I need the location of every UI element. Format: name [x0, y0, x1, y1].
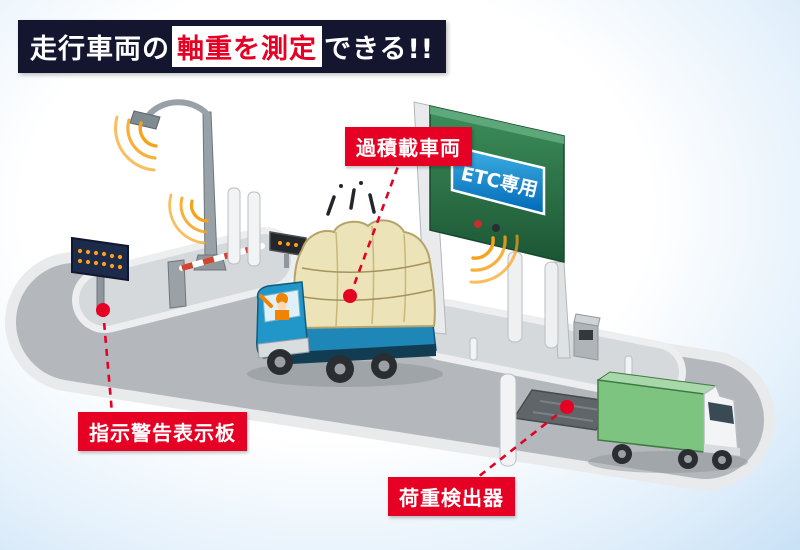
wobble-mark	[326, 195, 336, 216]
wheel-hub	[378, 360, 390, 372]
gate-housing	[167, 259, 187, 309]
street-lamp	[129, 99, 227, 271]
cargo-seam	[335, 231, 339, 327]
wave-arc	[126, 118, 157, 160]
wave-arc	[179, 196, 208, 234]
etc-lane-sign	[450, 144, 546, 216]
radio-waves-gantry-icon	[469, 234, 519, 284]
warning-display-board	[71, 236, 129, 315]
toll-kiosk-screen	[579, 330, 593, 340]
radio-waves-lamp-icon	[114, 115, 209, 245]
gantry-light-dark	[492, 224, 500, 232]
wave-arc	[471, 236, 495, 260]
connector-warning-board	[101, 309, 114, 414]
wheel-hub	[684, 455, 692, 463]
title-highlight: 軸重を測定	[172, 26, 322, 67]
cargo-seam	[403, 233, 407, 323]
wave-arc	[469, 234, 519, 284]
wave-arc	[168, 193, 207, 245]
truck-chassis	[292, 344, 436, 364]
board-dots	[77, 248, 123, 270]
pillar	[544, 261, 559, 349]
wheel-hub	[718, 456, 726, 464]
cargo-seam	[371, 225, 375, 325]
overload-cargo	[293, 219, 436, 330]
driver-face	[277, 301, 287, 311]
gantry-light-red	[474, 220, 482, 228]
gantry-panel-top-band	[430, 106, 564, 144]
load-detector-groove-2	[532, 411, 594, 422]
pillar	[247, 191, 261, 267]
right-island	[421, 306, 679, 396]
marker-dot-warning-board	[96, 303, 110, 317]
connector-overloaded	[348, 160, 402, 297]
toll-kiosk-body	[573, 321, 599, 361]
overloaded-truck	[247, 181, 443, 387]
front-pillar	[499, 373, 517, 467]
display-pole	[284, 254, 289, 268]
left-island-pillars	[227, 187, 261, 267]
driver-helmet	[276, 293, 288, 305]
label-warning-display-board: 指示警告表示板	[78, 412, 247, 451]
wobble-mark	[368, 193, 376, 214]
wheel-hub	[334, 363, 346, 375]
title-suffix: できる!!	[324, 34, 435, 65]
wave-arc	[138, 121, 158, 148]
cargo-rope	[297, 289, 433, 301]
truck-windshield	[708, 402, 734, 424]
page-title: 走行車両の 軸重を測定 できる!!	[18, 20, 447, 73]
wheel-hub	[274, 356, 286, 368]
wave-arc	[470, 235, 507, 272]
driver-arm	[259, 294, 273, 308]
wave-arc	[114, 115, 156, 172]
driver	[259, 293, 289, 320]
lamp-head	[129, 110, 161, 130]
label-load-detector: 荷重検出器	[388, 477, 515, 516]
board-panel	[71, 236, 129, 282]
bollard	[469, 337, 478, 361]
display-dot	[278, 241, 282, 245]
connector-load-detector	[477, 405, 568, 479]
wobble-mark	[349, 188, 356, 210]
bollard	[624, 355, 633, 377]
driver-body	[275, 310, 289, 320]
green-truck	[588, 371, 748, 473]
title-prefix: 走行車両の	[30, 34, 170, 65]
wobble-dot	[359, 181, 363, 185]
wheel-hub	[618, 450, 626, 458]
display-dot	[286, 242, 290, 246]
wobble-dot	[339, 184, 343, 188]
lamp-arm	[145, 99, 210, 119]
label-overloaded-vehicle: 過積載車両	[345, 127, 472, 166]
pillar	[227, 187, 241, 265]
marker-dot-overloaded	[343, 289, 357, 303]
cargo-rope	[301, 261, 431, 273]
display-dot	[294, 243, 298, 247]
marker-dot-load-detector	[560, 400, 574, 414]
callout-connectors	[101, 160, 568, 479]
right-island-equipment	[469, 251, 633, 377]
wobble-marks-icon	[326, 188, 376, 216]
wave-arc	[189, 199, 209, 223]
lamp-pole	[202, 111, 218, 259]
